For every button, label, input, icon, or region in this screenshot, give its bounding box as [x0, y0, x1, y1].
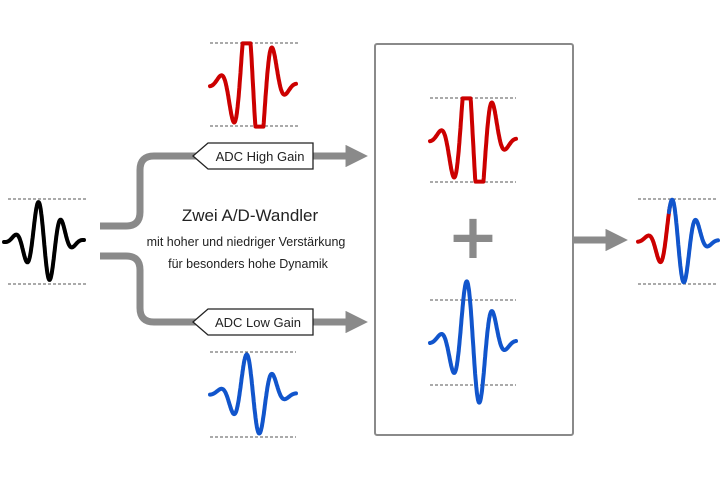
branch-arrow-high [100, 144, 368, 230]
branch-arrow-low [100, 252, 368, 334]
box-low-gain-waveform-icon [428, 279, 518, 405]
adc-low-gain-label: ADC Low Gain [215, 315, 301, 330]
plus-sign: + [447, 200, 499, 273]
box-high-gain-waveform-icon [428, 96, 518, 184]
adc-high-gain-label: ADC High Gain [216, 149, 305, 164]
diagram-title: Zwei A/D-Wandler [182, 206, 319, 225]
low-gain-waveform-icon [208, 351, 298, 438]
input-waveform-icon [2, 198, 86, 285]
combined-output-waveform-icon [636, 197, 720, 285]
diagram-subtitle-line-1: mit hoher und niedriger Verstärkung [147, 235, 346, 249]
high-gain-waveform-icon [208, 41, 300, 129]
diagram-subtitle-line-2: für besonders hohe Dynamik [168, 257, 329, 271]
adc-low-gain-tag: ADC Low Gain [192, 308, 314, 336]
adc-high-gain-tag: ADC High Gain [192, 142, 314, 170]
